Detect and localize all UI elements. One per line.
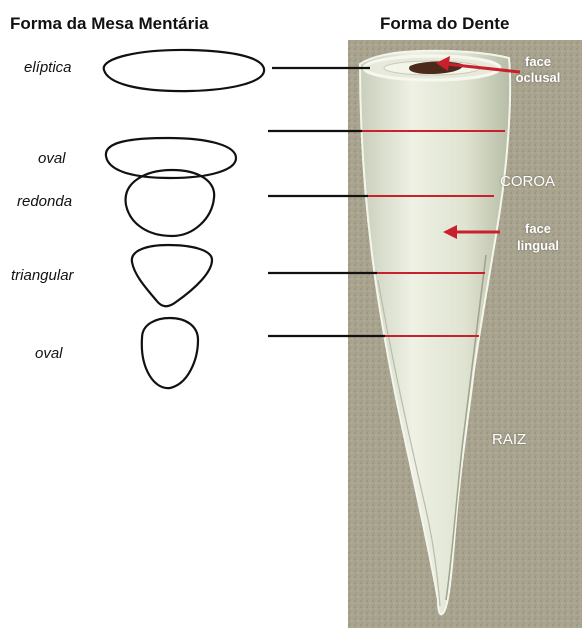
shape-redonda: [126, 170, 215, 236]
label-coroa: COROA: [500, 173, 555, 190]
shape-oval-2: [142, 318, 198, 388]
shape-eliptica: [104, 50, 264, 91]
label-face-oclusal-line2: oclusal: [508, 70, 568, 86]
label-face-lingual: face lingual: [508, 220, 568, 254]
shape-triangular: [132, 245, 212, 306]
label-face-lingual-line1: face: [508, 220, 568, 237]
shape-oval-1: [106, 138, 236, 178]
label-face-oclusal-line1: face: [508, 54, 568, 70]
label-face-oclusal: face oclusal: [508, 54, 568, 86]
label-raiz: RAIZ: [492, 431, 526, 448]
label-face-lingual-line2: lingual: [508, 237, 568, 254]
